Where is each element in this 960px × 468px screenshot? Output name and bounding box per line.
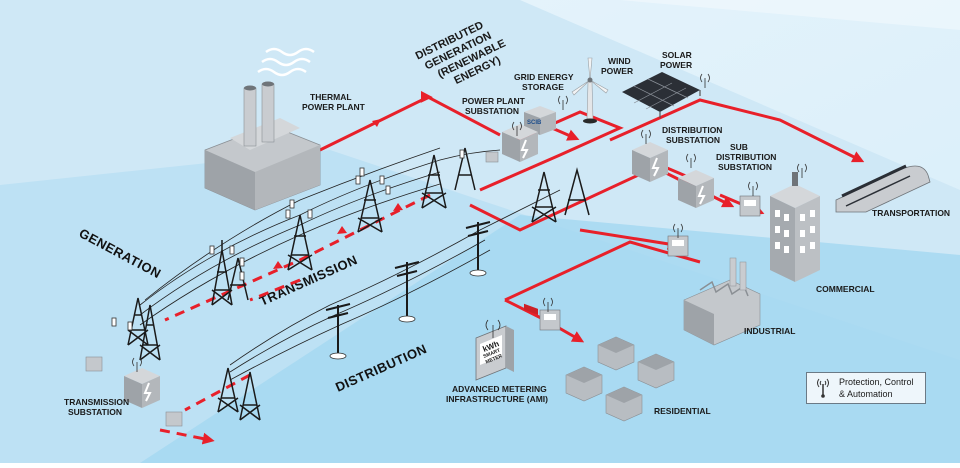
distribution-substation bbox=[632, 142, 668, 182]
flow-arrows bbox=[273, 119, 403, 269]
wind-label: WIND POWER bbox=[601, 56, 633, 76]
transmission-wires bbox=[139, 147, 561, 381]
pole-bases bbox=[329, 269, 487, 360]
sub-distribution-substation bbox=[678, 170, 714, 208]
battery-text: SCIB bbox=[527, 120, 542, 126]
thermal-plant-label: THERMAL POWER PLANT bbox=[302, 92, 366, 112]
pp-substation-label: POWER PLANT SUBSTATION bbox=[462, 96, 527, 116]
wind-turbine bbox=[571, 57, 609, 124]
power-flow-dashed bbox=[159, 193, 431, 445]
industrial-factory bbox=[683, 257, 761, 346]
sub-dist-substation-label: SUB DISTRIBUTION SUBSTATION bbox=[716, 142, 779, 172]
band-highlight bbox=[0, 0, 960, 30]
solar-label: SOLAR POWER bbox=[660, 50, 694, 70]
dist-substation-label: DISTRIBUTION SUBSTATION bbox=[662, 125, 725, 145]
residential-houses bbox=[565, 336, 675, 422]
solar-panels bbox=[622, 72, 701, 118]
grid-storage-label: GRID ENERGY STORAGE bbox=[514, 72, 576, 92]
industrial-label: INDUSTRIAL bbox=[744, 326, 795, 336]
legend: Protection, Control & Automation bbox=[806, 372, 926, 404]
legend-text: Protection, Control & Automation bbox=[839, 377, 914, 399]
grid-energy-storage: SCIB bbox=[524, 106, 556, 315]
wireless-tower-icon bbox=[817, 378, 829, 398]
smoke-lines bbox=[257, 47, 315, 77]
wireless-tower-icons bbox=[132, 73, 807, 372]
smart-meter-ami: kWh SMART METER bbox=[475, 325, 514, 381]
transportation-train bbox=[835, 164, 931, 213]
transportation-label: TRANSPORTATION bbox=[872, 208, 950, 218]
transmission-towers bbox=[127, 147, 590, 421]
ami-label: ADVANCED METERING INFRASTRUCTURE (AMI) bbox=[446, 384, 549, 404]
commercial-building bbox=[770, 172, 820, 282]
commercial-label: COMMERCIAL bbox=[816, 284, 875, 294]
residential-label: RESIDENTIAL bbox=[654, 406, 711, 416]
smart-meters-small bbox=[539, 195, 761, 331]
distribution-poles bbox=[325, 221, 491, 355]
thermal-power-plant bbox=[204, 47, 321, 211]
band-distribution bbox=[140, 215, 960, 463]
tower-insulators bbox=[111, 149, 465, 331]
power-plant-substation bbox=[485, 124, 538, 163]
transmission-substation-label: TRANSMISSION SUBSTATION bbox=[64, 397, 132, 417]
transmission-substation bbox=[85, 356, 183, 427]
